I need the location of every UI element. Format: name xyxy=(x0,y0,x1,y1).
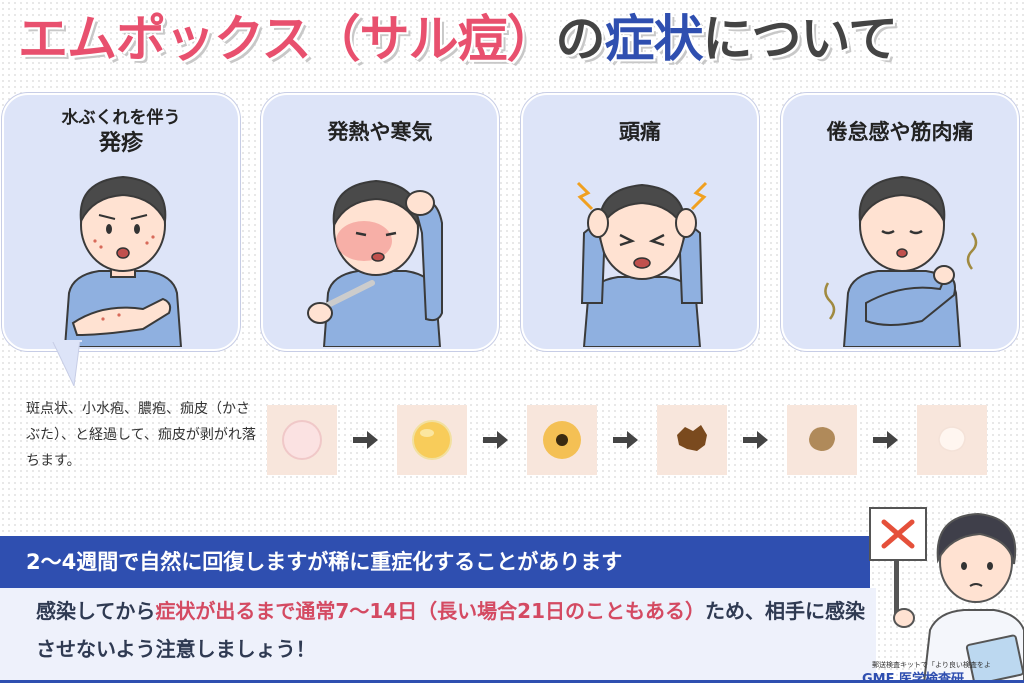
title-part-about: について xyxy=(702,10,898,68)
rash-stage-healing-icon xyxy=(787,405,857,475)
rash-stage-scab-icon xyxy=(657,405,727,475)
arrow-right-icon xyxy=(613,431,638,449)
symptom-label: 頭痛 xyxy=(619,120,661,144)
notice-pre: 感染してから xyxy=(36,599,156,623)
notice-box xyxy=(0,588,876,683)
symptom-label-line2: 発疹 xyxy=(98,131,143,156)
logo-tagline: 郵送検査キットで「より良い検査をよ xyxy=(872,661,991,669)
symptom-label-line1: 水ぶくれを伴う xyxy=(61,108,181,128)
page-title: エムポックス（サル痘）の症状について xyxy=(18,4,1018,74)
title-part-disease: エムポックス（サル痘） xyxy=(18,10,556,68)
notice-post: ため、相手に感染させないよう注意しましょう！ xyxy=(36,599,865,661)
title-part-symptoms: 症状 xyxy=(604,10,704,68)
rash-stage-healed-icon xyxy=(917,405,987,475)
doctor-illustration xyxy=(869,507,1024,683)
logo-brand: GME 医学検査研 xyxy=(862,672,965,683)
arrow-right-icon xyxy=(483,431,508,449)
arrow-right-icon xyxy=(353,431,378,449)
symptom-label: 倦怠感や筋肉痛 xyxy=(826,120,974,144)
symptom-label: 発熱や寒気 xyxy=(327,120,433,144)
fever-person-illustration xyxy=(307,179,443,347)
headache-person-illustration xyxy=(576,181,708,347)
bottom-rule xyxy=(0,680,1024,683)
rash-progression-description: 斑点状、小水疱、膿疱、痂皮（かさぶた）、と経過して、痂皮が剥がれ落ちます。 xyxy=(26,401,256,469)
symptom-label: 水ぶくれを伴う 発疹 xyxy=(4,105,238,157)
arrow-right-icon xyxy=(743,431,768,449)
rash-stage-macule-icon xyxy=(267,405,337,475)
rash-stage-pustule-icon xyxy=(527,405,597,475)
arrow-right-icon xyxy=(873,431,898,449)
symptom-card-fatigue: 倦怠感や筋肉痛 xyxy=(781,93,1019,351)
title-part-no: の xyxy=(555,10,606,68)
symptom-card-headache: 頭痛 xyxy=(521,93,759,351)
fatigue-person-illustration xyxy=(824,175,978,347)
rash-person-illustration xyxy=(63,175,183,347)
notice-incubation: 症状が出るまで通常7〜14日（長い場合21日のこともある） xyxy=(155,599,705,623)
symptom-card-fever: 発熱や寒気 xyxy=(261,93,499,351)
speech-tail xyxy=(50,340,82,386)
rash-stage-vesicle-icon xyxy=(397,405,467,475)
recovery-banner: 2〜4週間で自然に回復しますが稀に重症化することがあります xyxy=(0,536,870,588)
recovery-banner-text: 2〜4週間で自然に回復しますが稀に重症化することがあります xyxy=(26,550,623,574)
infection-notice: 感染してから症状が出るまで通常7〜14日（長い場合21日のこともある）ため、相手… xyxy=(36,592,876,668)
symptom-card-rash: 水ぶくれを伴う 発疹 xyxy=(2,93,240,351)
